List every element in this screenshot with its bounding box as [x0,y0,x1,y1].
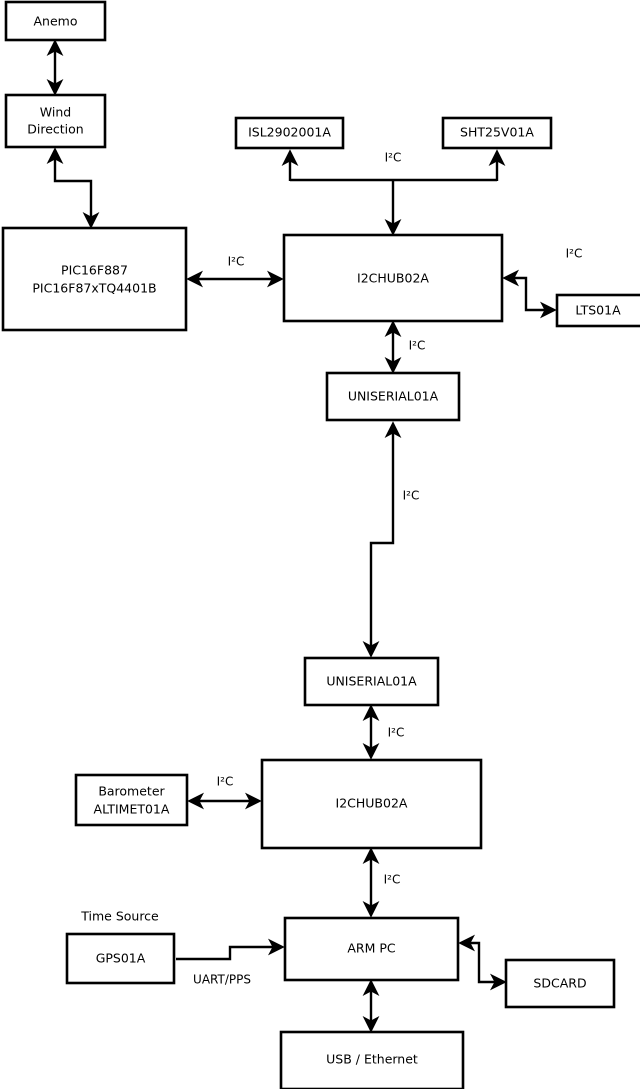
node-box[interactable] [325,371,461,422]
node-box[interactable] [4,0,107,42]
edge-pic-i2chub-top: I²C [186,255,284,288]
node-label-line1: Barometer [98,784,165,799]
node-sdcard[interactable]: SDCARD [504,958,616,1009]
node-box[interactable] [234,116,345,150]
edges-layer: I²C I²C I²C I²C I [46,39,583,1033]
node-label: LTS01A [575,303,621,318]
node-label: UNISERIAL01A [348,389,439,404]
node-box[interactable] [555,293,640,328]
node-wind-direction[interactable]: Wind Direction [4,93,107,149]
edge-line [458,934,507,991]
edge-line [176,938,285,961]
node-box[interactable] [283,916,460,982]
node-pic-mcu[interactable]: PIC16F887 PIC16F87xTQ4401B [1,226,188,332]
node-box[interactable] [303,656,440,707]
node-label: ISL2902001A [248,125,331,140]
node-box[interactable] [504,958,616,1009]
node-box[interactable] [65,932,176,985]
edge-label-i2c-lts: I²C [566,247,583,261]
edge-uniserial-link: I²C [362,421,420,658]
node-box[interactable] [1,226,188,332]
edge-label-pic-i2chub: I²C [228,255,245,269]
node-label-line1: PIC16F887 [61,263,128,278]
node-i2chub02a-bottom[interactable]: I2CHUB02A [260,758,483,850]
node-box[interactable] [441,116,553,150]
edge-label-i2c-sensors: I²C [385,151,402,165]
node-arm-pc[interactable]: ARM PC [283,916,460,982]
node-usb-ethernet[interactable]: USB / Ethernet [279,1030,465,1089]
label-time-source: Time Source [80,909,159,924]
node-box[interactable] [74,773,189,827]
node-isl2902001a[interactable]: ISL2902001A [234,116,345,150]
node-box[interactable] [4,93,107,149]
edge-line [46,147,100,229]
node-gps01a[interactable]: GPS01A [65,932,176,985]
node-lts01a[interactable]: LTS01A [555,293,640,328]
node-label-line2: Direction [27,122,83,137]
node-label: I2CHUB02A [357,271,429,286]
node-label: I2CHUB02A [336,796,408,811]
node-i2chub02a-top[interactable]: I2CHUB02A [282,233,504,323]
node-label: SHT25V01A [460,125,534,140]
node-box[interactable] [279,1030,465,1089]
node-box[interactable] [282,233,504,323]
edge-armpc-sdcard [458,934,507,991]
node-uniserial01a-top[interactable]: UNISERIAL01A [325,371,461,422]
node-label-line1: Wind [40,105,71,120]
node-sht25v01a[interactable]: SHT25V01A [441,116,553,150]
node-barometer[interactable]: Barometer ALTIMET01A [74,773,189,827]
edge-i2chub-armpc: I²C [362,847,401,918]
edge-pic-wind-direction [46,147,100,229]
node-uniserial01a-bottom[interactable]: UNISERIAL01A [303,656,440,707]
edge-line [362,421,402,658]
node-label: Anemo [34,14,78,29]
node-label: GPS01A [96,951,146,966]
edge-barometer-i2chub: I²C [187,775,262,810]
edge-i2chub-uniserial-top: I²C [384,320,426,374]
node-label-line2: ALTIMET01A [94,802,170,817]
edge-label-i2c-uniserial-top: I²C [409,339,426,353]
edge-label-i2c-barometer: I²C [217,775,234,789]
node-label-line2: PIC16F87xTQ4401B [32,281,156,296]
edge-i2chub-lts01a: I²C [502,247,583,319]
edge-i2chub-sensors-bus: I²C [281,149,506,236]
edge-gps-armpc: UART/PPS [176,938,285,987]
node-label: ARM PC [347,941,396,956]
edge-uniserial-bottom-i2chub: I²C [362,704,405,760]
free-labels-layer: Time Source [80,909,159,924]
node-anemo[interactable]: Anemo [4,0,107,42]
edge-label-i2c-uniserial-link: I²C [403,489,420,503]
edge-line [502,269,557,319]
node-label: UNISERIAL01A [326,674,417,689]
node-label: USB / Ethernet [326,1052,418,1067]
edge-label-uart-pps: UART/PPS [193,973,251,987]
edge-label-i2c-armpc: I²C [384,873,401,887]
node-box[interactable] [260,758,483,850]
node-label: SDCARD [533,976,586,991]
edge-label-i2c-uniserial-bottom: I²C [388,726,405,740]
